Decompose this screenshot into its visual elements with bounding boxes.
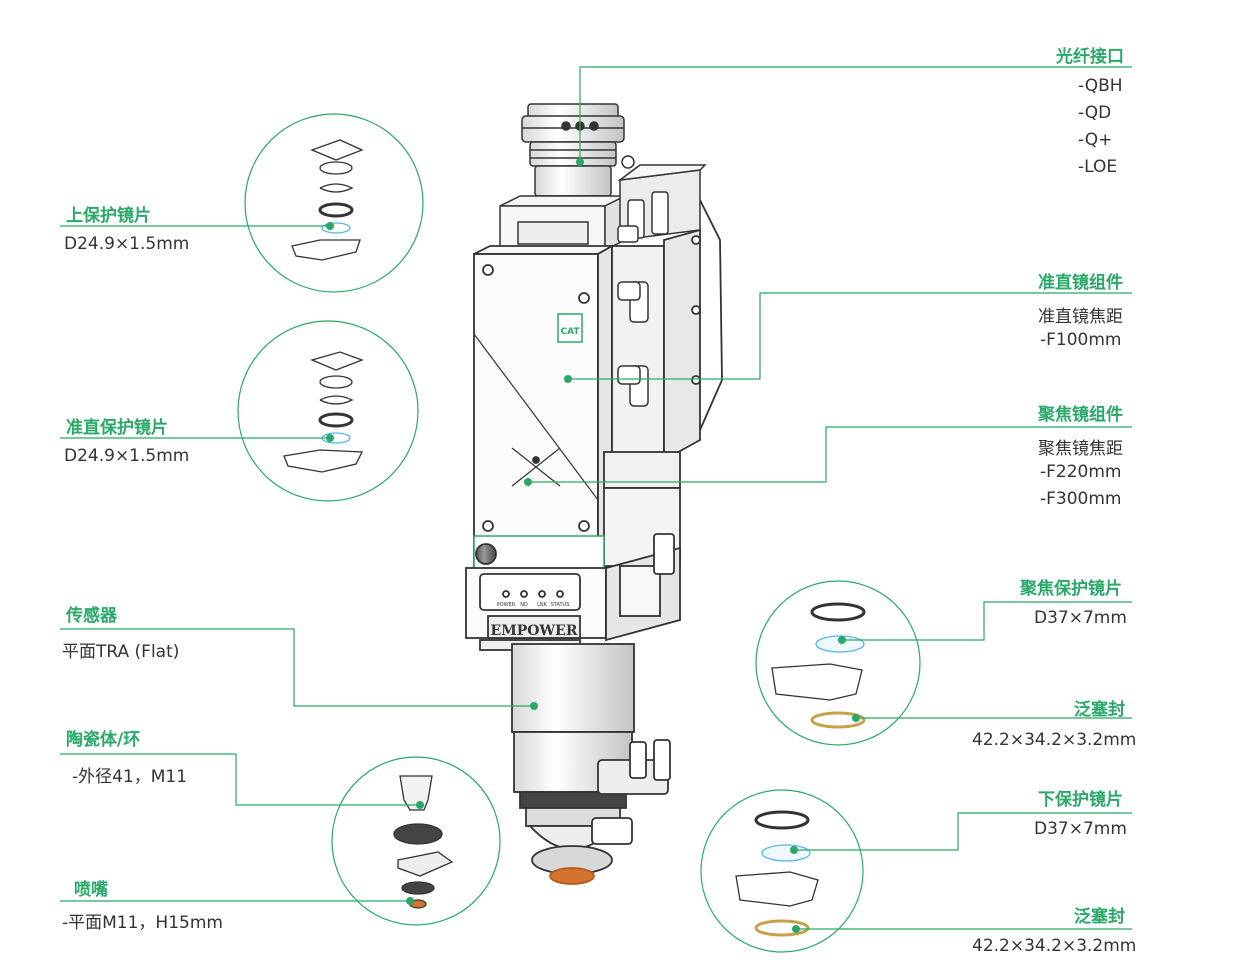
leader-lines [60, 66, 1132, 930]
led-label-status: STATUS [551, 602, 570, 608]
nozzle-spec: -平面M11，H15mm [62, 913, 223, 933]
air-fittings-upper [617, 155, 669, 407]
lower-protect-title: 下保护镜片 [1038, 790, 1123, 810]
lower-body [465, 451, 681, 651]
detail-lower-protect [700, 789, 864, 953]
panel-logo: CAT [560, 327, 580, 337]
nozzle-title: 喷嘴 [74, 880, 108, 900]
leader-dots [326, 158, 860, 933]
led-label-power: POWER [497, 602, 516, 608]
sensor-spec: 平面TRA (Flat) [62, 642, 180, 662]
focus-title: 聚焦镜组件 [1038, 405, 1123, 425]
collim-protect-title: 准直保护镜片 [66, 418, 168, 438]
focus-seal-spec: 42.2×34.2×3.2mm [972, 730, 1137, 750]
fiber-spec-4: -LOE [1078, 157, 1118, 177]
main-body [473, 199, 723, 574]
ceramic-spec: -外径41，M11 [72, 767, 188, 787]
lower-protect-spec: D37×7mm [1034, 819, 1127, 839]
detail-upper-protect [244, 113, 424, 293]
fiber-spec-2: -QD [1078, 103, 1112, 123]
detail-focus-protect [755, 580, 921, 746]
focus-spec-1: 聚焦镜焦距 [1038, 439, 1123, 459]
focus-spec-3: -F300mm [1040, 489, 1122, 509]
sensor-title: 传感器 [66, 606, 117, 626]
upper-protect-title: 上保护镜片 [66, 206, 151, 226]
brand-plate: EMPOWER [491, 623, 578, 639]
sensor-cylinder [511, 643, 671, 885]
collimator-title: 准直镜组件 [1038, 273, 1123, 293]
collimator-spec-1: 准直镜焦距 [1038, 307, 1123, 327]
focus-protect-spec: D37×7mm [1034, 608, 1127, 628]
focus-seal-title: 泛塞封 [1074, 700, 1125, 720]
led-label-lnk: LNK [537, 602, 548, 608]
fiber-title: 光纤接口 [1056, 47, 1124, 67]
fiber-spec-1: -QBH [1078, 76, 1123, 96]
fiber-spec-3: -Q+ [1078, 130, 1113, 150]
detail-nozzle-ceramic [331, 756, 501, 926]
upper-protect-spec: D24.9×1.5mm [64, 234, 190, 254]
led-label-nd: ND [520, 602, 528, 608]
lower-seal-spec: 42.2×34.2×3.2mm [972, 936, 1137, 956]
ceramic-title: 陶瓷体/环 [66, 730, 141, 750]
collim-protect-spec: D24.9×1.5mm [64, 446, 190, 466]
focus-protect-title: 聚焦保护镜片 [1020, 579, 1122, 599]
lower-seal-title: 泛塞封 [1074, 907, 1125, 927]
focus-spec-2: -F220mm [1040, 462, 1122, 482]
collimator-spec-2: -F100mm [1040, 330, 1122, 350]
detail-collim-protect [237, 320, 419, 502]
